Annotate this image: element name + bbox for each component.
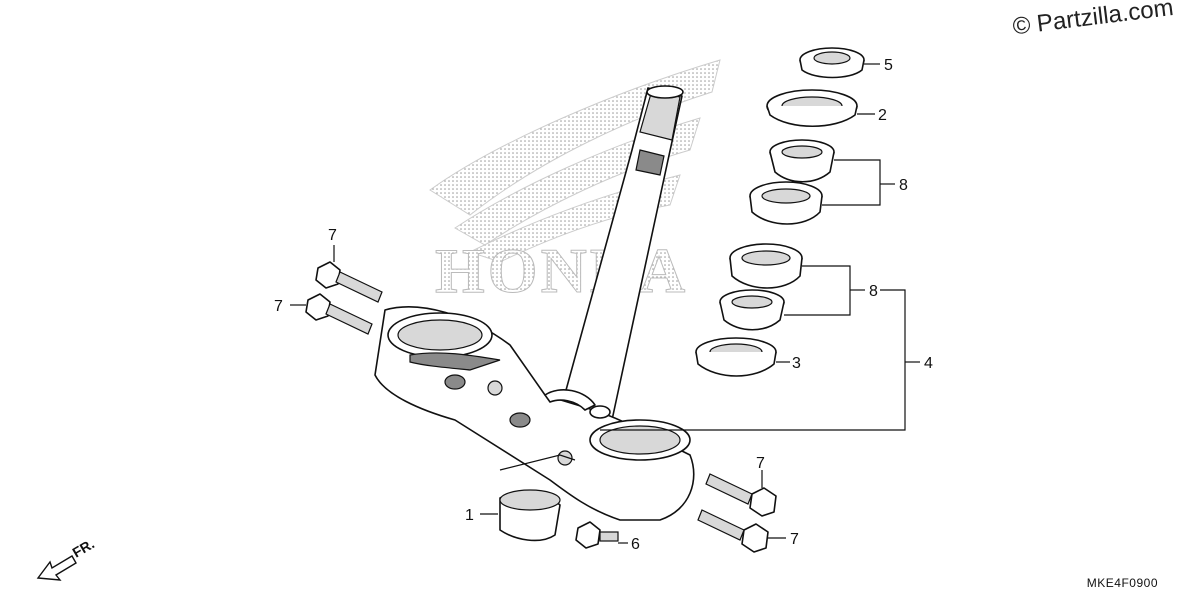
part-1-brake-hose-clamp <box>499 454 576 542</box>
part-2-dust-seal <box>766 89 858 128</box>
part-3-lower-dust-seal <box>695 337 777 377</box>
callout-4[interactable]: 4 <box>924 355 933 372</box>
callout-7-upper[interactable]: 7 <box>328 227 337 244</box>
front-direction-arrow: FR. <box>36 535 98 581</box>
callout-7-right-upper[interactable]: 7 <box>756 455 765 472</box>
callout-7-middle[interactable]: 7 <box>274 298 283 315</box>
leader-lines <box>290 63 920 544</box>
part-8-upper-bearing <box>749 139 835 225</box>
callout-8-lower[interactable]: 8 <box>869 283 878 300</box>
diagram-code: MKE4F0900 <box>1086 576 1158 590</box>
part-5-lock-nut <box>799 47 865 79</box>
callout-7-right-lower[interactable]: 7 <box>790 531 799 548</box>
front-direction-label: FR. <box>70 535 98 560</box>
callout-1[interactable]: 1 <box>465 507 474 524</box>
callout-2[interactable]: 2 <box>878 107 887 124</box>
callout-8-upper[interactable]: 8 <box>899 177 908 194</box>
part-7-bolt-middle <box>305 293 373 335</box>
part-8-lower-bearing <box>719 243 803 331</box>
part-7-bolt-right-upper <box>705 473 777 517</box>
part-7-bolt-right-lower <box>697 509 769 553</box>
callout-5[interactable]: 5 <box>884 57 893 74</box>
part-6-bolt <box>575 521 619 549</box>
steering-stem-lower-clamp <box>374 306 695 521</box>
callout-3[interactable]: 3 <box>792 355 801 372</box>
part-7-bolt-upper <box>315 261 383 303</box>
callout-6[interactable]: 6 <box>631 536 640 553</box>
